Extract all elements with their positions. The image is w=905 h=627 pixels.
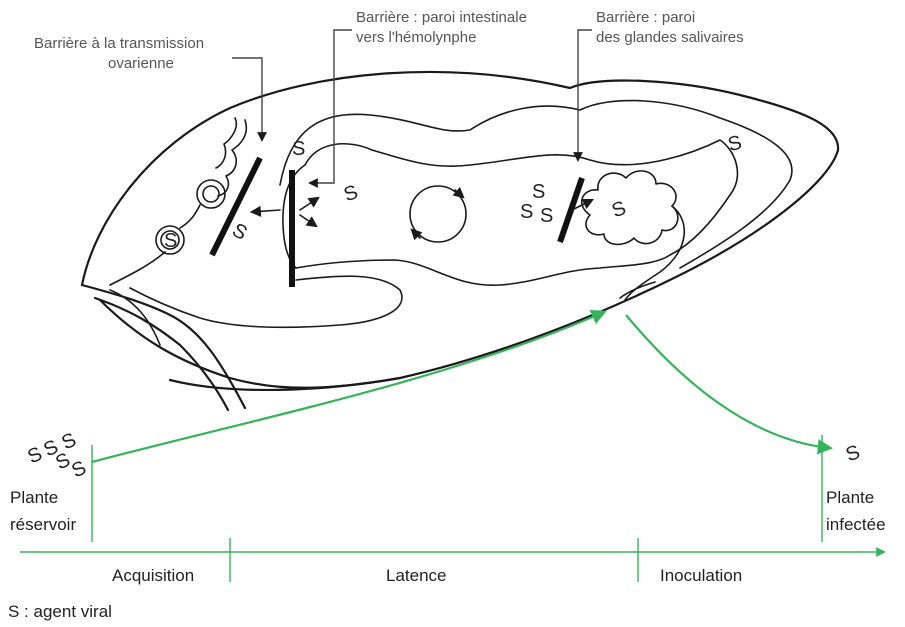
label-salivary-line2: des glandes salivaires <box>596 29 744 46</box>
barrier-salivary <box>560 178 582 242</box>
virus-symbol: S <box>292 138 305 160</box>
virus-symbol: S <box>164 230 177 252</box>
virus-symbol: S <box>520 201 533 223</box>
phase-acquisition: Acquisition <box>112 566 194 585</box>
reservoir-label-line1: Plante <box>10 488 58 507</box>
body-lower-outline <box>100 300 400 388</box>
label-ovarian-line1: Barrière à la transmission <box>34 35 204 52</box>
virus-symbol: S <box>68 457 89 483</box>
label-intestinal-line2: vers l'hémolynphe <box>356 29 476 46</box>
virus-symbol: S <box>228 219 251 245</box>
virus-symbol: S <box>540 205 553 227</box>
label-intestinal-line1: Barrière : paroi intestinale <box>356 9 527 26</box>
insect-body <box>82 72 838 410</box>
timeline: Acquisition Latence Inoculation <box>20 538 884 585</box>
leader-salivary <box>578 30 592 160</box>
barriers <box>212 158 592 287</box>
virus-symbol: S <box>341 181 361 206</box>
infected-label-line1: Plante <box>826 488 874 507</box>
virus-symbol: S <box>726 131 745 156</box>
acquisition-arrow <box>92 312 604 462</box>
gut-loop <box>130 276 402 327</box>
legend: S : agent viral <box>8 602 112 621</box>
virus-symbol: S <box>609 197 629 222</box>
label-salivary-line1: Barrière : paroi <box>596 9 695 26</box>
virus-symbol: S <box>843 441 863 466</box>
ovary-egg <box>197 180 225 208</box>
reservoir-label-line2: réservoir <box>10 515 76 534</box>
barrier-labels: Barrière à la transmission ovarienne Bar… <box>34 9 744 72</box>
gut-contour-lower <box>296 255 670 285</box>
label-ovarian-line2: ovarienne <box>108 55 174 72</box>
ovary-chain <box>110 118 246 285</box>
arrow-through-intestinal-up <box>300 198 318 210</box>
gut-contour-upper <box>305 140 737 255</box>
arrow-through-intestinal-down <box>300 215 316 226</box>
phase-latence: Latence <box>386 566 447 585</box>
salivary-gland <box>582 171 678 245</box>
hemolymph-circulation <box>410 186 466 242</box>
salivary-duct <box>625 206 684 300</box>
inoculation-arrow <box>626 315 830 448</box>
plants: Plante réservoir Plante infectée <box>10 435 886 542</box>
arrow-through-ovarian <box>252 210 280 212</box>
infected-label-line2: infectée <box>826 515 886 534</box>
leader-intestinal <box>310 30 352 183</box>
virus-symbol: S <box>532 181 545 203</box>
phase-inoculation: Inoculation <box>660 566 742 585</box>
